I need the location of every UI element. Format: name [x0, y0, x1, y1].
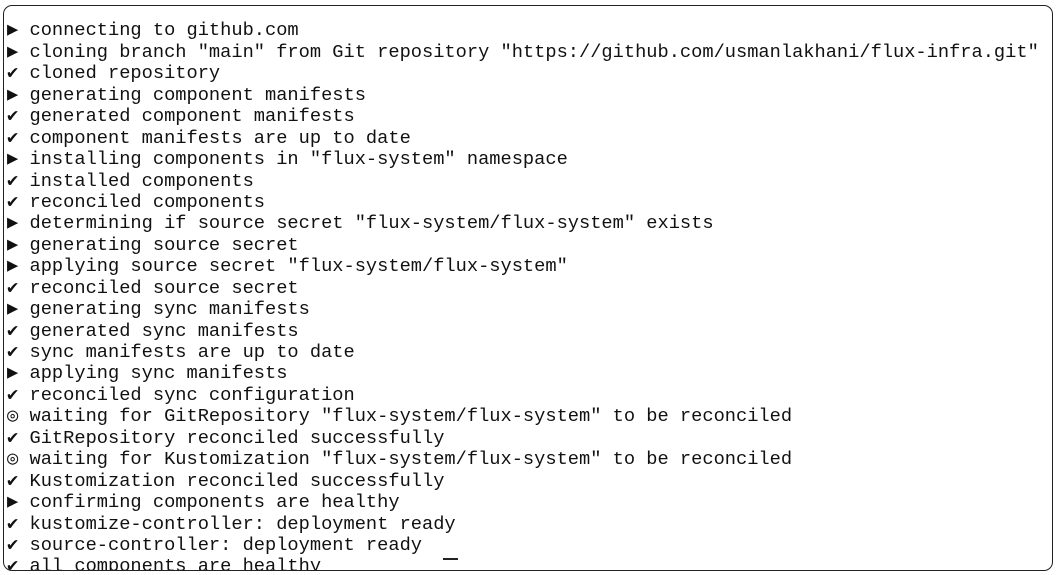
log-line: ✔ sync manifests are up to date — [7, 341, 1039, 363]
log-line: ▶ confirming components are healthy — [7, 491, 1039, 514]
log-line: ▶ applying source secret "flux-system/flu… — [7, 255, 1039, 278]
checkmark-icon: ✔ — [7, 190, 19, 213]
log-text: cloned repository — [29, 62, 221, 85]
log-text: generating component manifests — [29, 83, 366, 106]
waiting-circle-icon: ◎ — [7, 405, 19, 428]
log-text: kustomize-controller: deployment ready — [29, 512, 456, 535]
log-text: cloning branch "main" from Git repositor… — [29, 40, 1039, 63]
play-arrow-icon: ▶ — [7, 83, 19, 106]
log-line: ✔ reconciled sync configuration — [7, 383, 1039, 406]
terminal-cursor — [443, 558, 458, 560]
checkmark-icon: ✔ — [7, 469, 19, 492]
checkmark-icon: ✔ — [7, 105, 19, 128]
log-line: ✔ component manifests are up to date — [7, 126, 1039, 149]
log-text: confirming components are healthy — [29, 491, 400, 514]
log-line: ▶ generating component manifests — [7, 83, 1039, 106]
checkmark-icon: ✔ — [7, 169, 19, 192]
log-text: GitRepository reconciled successfully — [29, 426, 445, 449]
log-line: ✔ reconciled source secret — [7, 276, 1039, 299]
log-text: waiting for Kustomization "flux-system/f… — [29, 448, 793, 471]
log-line: ▶ determining if source secret "flux-syst… — [7, 212, 1039, 235]
log-text: generated sync manifests — [29, 319, 299, 342]
checkmark-icon: ✔ — [7, 533, 19, 556]
log-text: installed components — [29, 169, 254, 192]
log-line: ✔ installed components — [7, 169, 1039, 192]
log-text: applying source secret "flux-system/flux… — [29, 255, 568, 278]
checkmark-icon: ✔ — [7, 341, 19, 363]
checkmark-icon: ✔ — [7, 426, 19, 449]
log-line: ✔ cloned repository — [7, 62, 1039, 85]
log-text: generating source secret — [29, 233, 299, 256]
checkmark-icon: ✔ — [7, 319, 19, 342]
log-line: ◎ waiting for GitRepository "flux-system/… — [7, 405, 1039, 428]
log-line: ▶ installing components in "flux-system" … — [7, 148, 1039, 171]
checkmark-icon: ✔ — [7, 276, 19, 299]
log-line: ◎ waiting for Kustomization "flux-system/… — [7, 448, 1039, 471]
terminal-window[interactable]: ▶ connecting to github.com ▶ cloning branch… — [3, 5, 1053, 571]
log-line: ✔ generated sync manifests — [7, 319, 1039, 342]
checkmark-icon: ✔ — [7, 555, 19, 571]
log-text: source-controller: deployment ready — [29, 533, 423, 556]
log-text: generated component manifests — [29, 105, 355, 128]
log-line: ✔ reconciled components — [7, 190, 1039, 213]
play-arrow-icon: ▶ — [7, 298, 19, 321]
log-line: ▶ connecting to github.com — [7, 19, 1039, 42]
log-line: ▶ cloning branch "main" from Git reposito… — [7, 40, 1039, 63]
log-line: ✔ generated component manifests — [7, 105, 1039, 128]
log-text: waiting for GitRepository "flux-system/f… — [29, 405, 793, 428]
log-line: ✔ GitRepository reconciled successfully — [7, 426, 1039, 449]
play-arrow-icon: ▶ — [7, 212, 19, 235]
checkmark-icon: ✔ — [7, 512, 19, 535]
log-line: ▶ generating source secret — [7, 233, 1039, 256]
log-line: ✔ all components are healthy — [7, 555, 1039, 571]
log-text: generating sync manifests — [29, 298, 310, 321]
checkmark-icon: ✔ — [7, 62, 19, 85]
terminal-output: ▶ connecting to github.com ▶ cloning branch… — [7, 6, 1039, 571]
log-text: determining if source secret "flux-syste… — [29, 212, 714, 235]
waiting-circle-icon: ◎ — [7, 448, 19, 471]
play-arrow-icon: ▶ — [7, 491, 19, 514]
log-text: connecting to github.com — [29, 19, 299, 42]
log-line: ✔ Kustomization reconciled successfully — [7, 469, 1039, 492]
log-line: ▶ applying sync manifests — [7, 362, 1039, 385]
log-text: reconciled source secret — [29, 276, 299, 299]
log-text: applying sync manifests — [29, 362, 288, 385]
log-text: Kustomization reconciled successfully — [29, 469, 445, 492]
log-line: ✔ kustomize-controller: deployment ready — [7, 512, 1039, 535]
play-arrow-icon: ▶ — [7, 148, 19, 171]
play-arrow-icon: ▶ — [7, 233, 19, 256]
log-text: reconciled components — [29, 190, 266, 213]
log-text: component manifests are up to date — [29, 126, 411, 149]
log-line: ✔ source-controller: deployment ready — [7, 533, 1039, 556]
log-text: sync manifests are up to date — [29, 341, 355, 363]
log-line — [7, 6, 1039, 20]
play-arrow-icon: ▶ — [7, 19, 19, 42]
play-arrow-icon: ▶ — [7, 40, 19, 63]
log-line: ▶ generating sync manifests — [7, 298, 1039, 321]
log-text: installing components in "flux-system" n… — [29, 148, 568, 171]
checkmark-icon: ✔ — [7, 126, 19, 149]
play-arrow-icon: ▶ — [7, 362, 19, 385]
checkmark-icon: ✔ — [7, 383, 19, 406]
log-text: reconciled sync configuration — [29, 383, 355, 406]
log-text: all components are healthy — [29, 555, 322, 571]
play-arrow-icon: ▶ — [7, 255, 19, 278]
